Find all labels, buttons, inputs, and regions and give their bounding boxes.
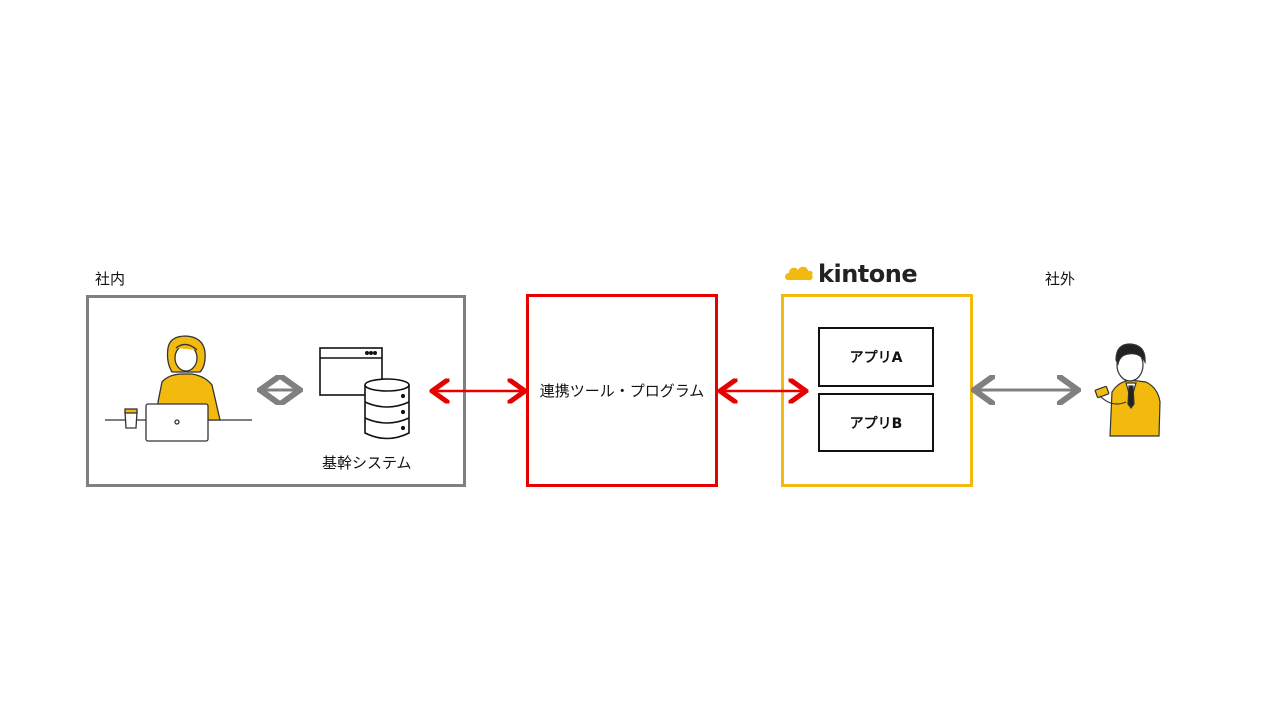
app-a-box[interactable]: アプリA	[818, 327, 934, 387]
app-a-label: アプリA	[849, 350, 903, 366]
kintone-cloud-icon	[785, 266, 813, 281]
core-system-icon	[319, 347, 410, 440]
kintone-logo: kintone	[784, 260, 918, 288]
app-b-box[interactable]: アプリB	[818, 393, 934, 452]
external-user-illustration	[1094, 343, 1161, 437]
core-system-label: 基幹システム	[322, 454, 412, 472]
kintone-wordmark: kintone	[818, 260, 918, 288]
integration-tool-label: 連携ツール・プログラム	[539, 382, 705, 400]
internal-label: 社内	[95, 270, 126, 288]
external-label: 社外	[1045, 270, 1076, 288]
app-b-label: アプリB	[849, 415, 903, 432]
office-worker-illustration	[105, 335, 252, 442]
integration-tool-box: 連携ツール・プログラム	[526, 294, 718, 487]
